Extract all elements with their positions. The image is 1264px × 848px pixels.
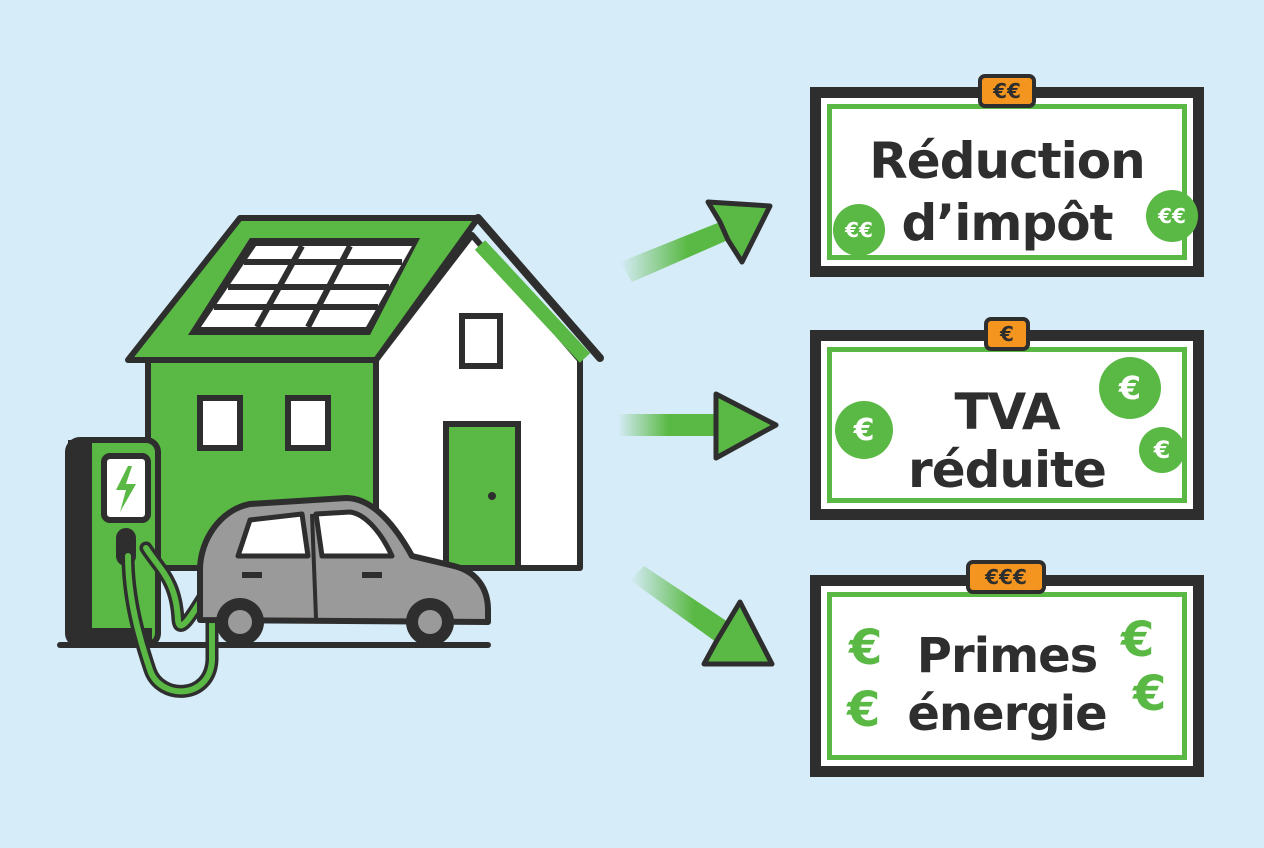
euro-symbol-icon: €: [849, 620, 883, 676]
arrow-icon: [620, 199, 773, 282]
charging-station-icon: [65, 437, 221, 698]
euro-coin-icon: €€: [1146, 190, 1198, 242]
cost-badge: €: [984, 317, 1030, 351]
euro-coin-icon: €: [1099, 357, 1161, 419]
arrow-icon: [630, 566, 775, 667]
house-icon: [125, 214, 604, 571]
euro-coin-icon: €: [835, 401, 893, 459]
card-border: [827, 592, 1187, 760]
arrow-icon: [618, 391, 779, 461]
benefit-card-tax-reduction: Réduction d’impôt €€ €€: [810, 87, 1204, 277]
benefit-card-energy-grants: Primes énergie € € € €: [810, 575, 1204, 777]
lightning-bolt-icon: [116, 466, 136, 512]
euro-symbol-icon: €: [1121, 612, 1155, 668]
benefit-title-line2: d’impôt: [901, 194, 1113, 252]
cost-badge: €€: [978, 74, 1036, 108]
solar-panel-icon: [188, 238, 420, 335]
benefit-title-line1: Primes: [916, 628, 1098, 684]
benefit-title-line1: Réduction: [869, 132, 1145, 190]
cost-badge: €€€: [966, 560, 1046, 594]
euro-symbol-icon: €: [1133, 666, 1167, 722]
benefit-title-line1: TVA: [954, 383, 1060, 441]
electric-car-icon: [197, 495, 491, 646]
euro-coin-icon: €€: [833, 204, 885, 256]
benefit-card-reduced-vat: TVA réduite € € €: [810, 330, 1204, 520]
benefit-title-line2: réduite: [908, 441, 1107, 499]
euro-symbol-icon: €: [847, 682, 881, 738]
euro-coin-icon: €: [1139, 427, 1185, 473]
benefit-title-line2: énergie: [907, 686, 1107, 742]
